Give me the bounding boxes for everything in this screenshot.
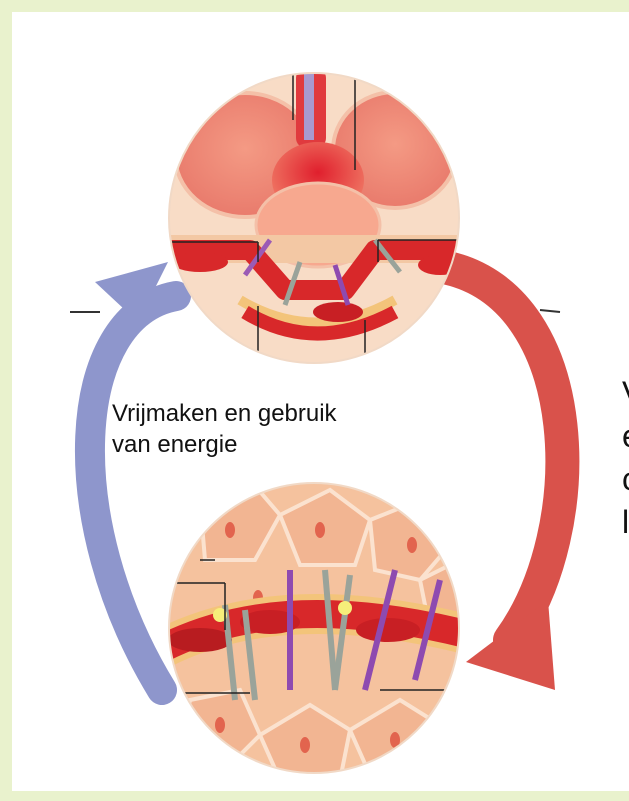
- clipped-letter: V: [622, 372, 629, 415]
- energy-caption: Vrijmaken en gebruik van energie: [112, 398, 372, 460]
- clipped-letter: c: [622, 458, 629, 501]
- supply-arrow: [448, 268, 562, 690]
- clipped-letter: e: [622, 415, 629, 458]
- heart-lung-circle: [169, 60, 470, 363]
- return-arrow: [90, 262, 176, 690]
- clipped-letter: l: [622, 501, 629, 544]
- tissue-circle: [150, 480, 480, 780]
- clipped-text-column: V e c l: [622, 372, 629, 544]
